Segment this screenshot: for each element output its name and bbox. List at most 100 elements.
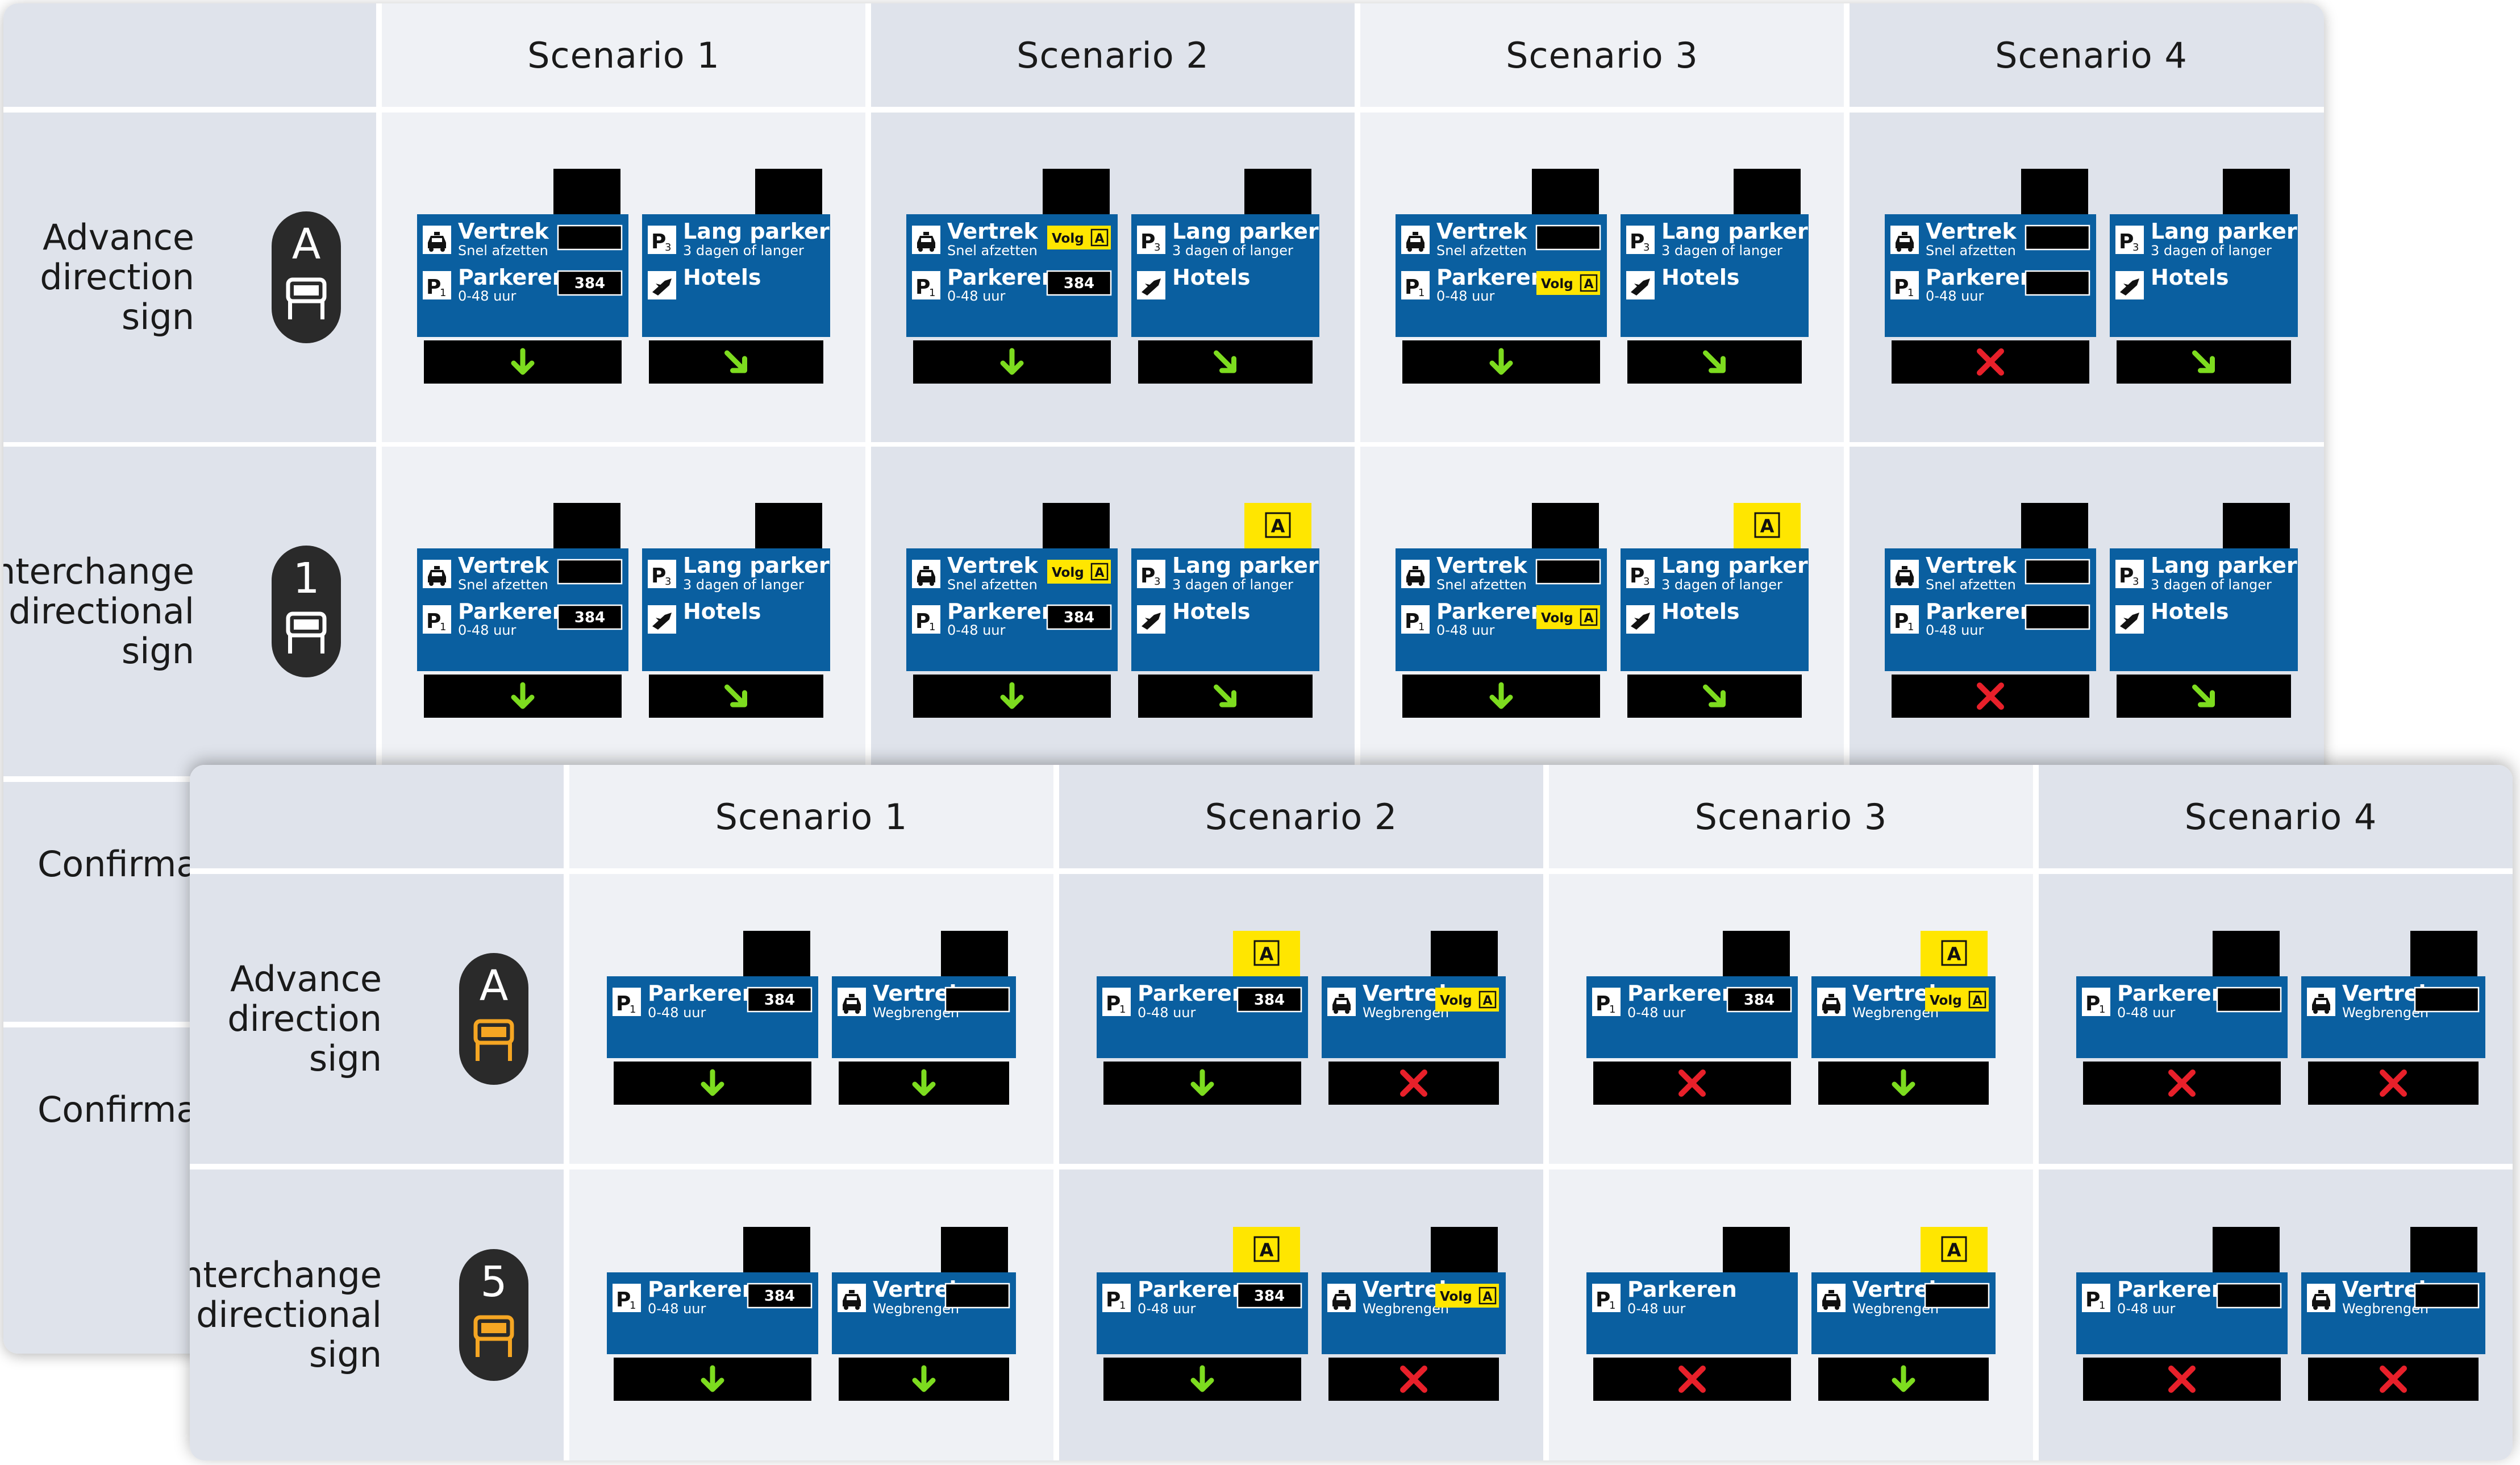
svg-text:3: 3 (2132, 242, 2139, 253)
destination-subtitle: 3 dagen of langer (1172, 243, 1293, 259)
column-header-scenario-1: Scenario 1 (569, 765, 1053, 868)
sign-panel (1586, 1272, 1798, 1354)
svg-text:1: 1 (929, 287, 935, 299)
parking-icon: P1 (1401, 605, 1430, 634)
parking-icon: P1 (1102, 988, 1131, 1016)
svg-text:384: 384 (1744, 992, 1775, 1009)
destination-title: Parkeren (1627, 1277, 1737, 1302)
sign-type-letter: A (291, 220, 321, 269)
svg-text:P: P (616, 1288, 631, 1312)
arrow-down-icon (912, 1365, 936, 1392)
svg-text:1: 1 (1609, 1300, 1615, 1312)
parking-icon: P1 (423, 271, 451, 299)
svg-text:P: P (1140, 230, 1155, 253)
message-box (944, 1283, 1010, 1309)
column-header-scenario-1: Scenario 1 (382, 3, 865, 107)
parking-icon: P1 (2082, 988, 2110, 1016)
plane-icon (648, 271, 676, 299)
parking-icon: P3 (648, 226, 676, 254)
svg-text:384: 384 (574, 609, 605, 626)
svg-text:P: P (616, 992, 631, 1015)
arrow-down-icon (1489, 348, 1513, 375)
destination-subtitle: Wegbrengen (873, 1301, 959, 1317)
svg-text:3: 3 (665, 242, 671, 253)
message-box (2025, 224, 2090, 251)
gantry-icon (286, 277, 327, 319)
parking-icon: P1 (2082, 1284, 2110, 1312)
destination-subtitle: 0-48 uur (648, 1005, 706, 1021)
sign-type-badge: 5 (459, 1249, 528, 1381)
svg-text:A: A (1584, 277, 1593, 292)
message-box (2025, 270, 2090, 296)
arrow-down-icon (1489, 682, 1513, 709)
destination-title: Parkeren (1138, 1277, 1247, 1302)
destination-title: Lang parkeren (2151, 219, 2298, 244)
svg-text:Volg: Volg (1541, 277, 1573, 292)
svg-text:1: 1 (630, 1004, 636, 1015)
gantry-mount (1532, 169, 1599, 217)
gantry-mount (2021, 503, 2088, 551)
taxi-icon (423, 226, 451, 254)
message-box (1535, 559, 1601, 585)
parking-icon: P3 (1137, 226, 1165, 254)
svg-text:A: A (1760, 515, 1775, 537)
arrow-down-icon (511, 348, 535, 375)
svg-text:384: 384 (1064, 609, 1094, 626)
svg-text:A: A (1094, 232, 1104, 246)
destination-title: Parkeren (1436, 265, 1546, 290)
taxi-icon (2307, 1284, 2335, 1312)
destination-title: Parkeren (648, 1277, 757, 1302)
gantry-mount (2410, 931, 2477, 979)
message-box (557, 224, 623, 251)
message-box: 384 (1726, 987, 1792, 1013)
taxi-icon (1890, 560, 1919, 588)
svg-text:P: P (1596, 992, 1610, 1015)
sign-type-letter: 1 (293, 554, 320, 603)
column-header-scenario-3: Scenario 3 (1549, 765, 2033, 868)
arrow-diagonal-icon (2192, 350, 2215, 373)
arrow-down-icon (511, 682, 535, 709)
destination-subtitle: 3 dagen of langer (1172, 577, 1293, 593)
svg-text:1: 1 (1119, 1004, 1126, 1015)
svg-text:P: P (1894, 276, 1909, 299)
destination-subtitle: 3 dagen of langer (683, 243, 804, 259)
svg-text:1: 1 (1609, 1004, 1615, 1015)
svg-text:P: P (2119, 564, 2134, 588)
follow-a-marker: A (1734, 503, 1801, 551)
destination-subtitle: Snel afzetten (458, 577, 548, 593)
plane-icon (1137, 605, 1165, 634)
parking-icon: P3 (2115, 226, 2144, 254)
svg-text:1: 1 (1418, 621, 1424, 633)
parking-icon: P1 (1401, 271, 1430, 299)
destination-subtitle: Wegbrengen (1363, 1005, 1449, 1021)
destination-title: Vertrek (458, 553, 549, 578)
column-header-scenario-2: Scenario 2 (1059, 765, 1543, 868)
gantry-mount (2223, 503, 2290, 551)
message-box (2025, 604, 2090, 630)
sign-type-letter: A (479, 962, 509, 1010)
destination-subtitle: Snel afzetten (1436, 577, 1527, 593)
destination-subtitle: 3 dagen of langer (1661, 577, 1782, 593)
